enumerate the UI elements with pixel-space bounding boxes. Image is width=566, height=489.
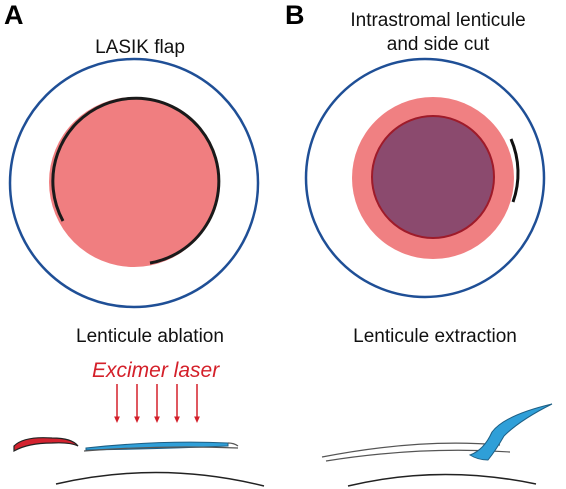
excimer-laser-label: Excimer laser	[92, 359, 220, 382]
panel-b-posterior-cornea	[347, 473, 537, 487]
panel-a-cross-section	[13, 384, 265, 487]
intrastromal-lenticule	[371, 115, 495, 239]
extracted-lenticule	[468, 403, 553, 461]
panel-a-caption: Lenticule ablation	[76, 326, 224, 347]
laser-arrows	[114, 384, 200, 423]
panel-a-posterior-cornea	[55, 471, 265, 487]
side-cut	[509, 138, 520, 203]
panel-a-letter: A	[4, 0, 24, 30]
panel-b-anterior-surface	[321, 442, 501, 458]
lifted-flap	[13, 437, 79, 453]
panel-b-title-line2: and side cut	[386, 34, 490, 55]
lasik-flap	[49, 97, 219, 267]
panel-b-letter: B	[285, 0, 305, 30]
panel-a-anterior-line-right	[227, 442, 239, 447]
panel-a-stroma-surface	[83, 446, 239, 452]
panel-b-cornea-outline	[304, 57, 546, 299]
panel-b-caption: Lenticule extraction	[353, 326, 517, 347]
panel-a-title: LASIK flap	[95, 37, 185, 58]
panel-a-top-view	[8, 57, 260, 309]
panel-b-cross-section	[321, 403, 553, 487]
panel-b-top-view	[304, 57, 546, 299]
panel-b-title-line1: Intrastromal lenticule	[350, 10, 526, 31]
lasik-flap-cut-edge	[51, 96, 221, 265]
panel-a-cornea-outline	[8, 57, 260, 309]
